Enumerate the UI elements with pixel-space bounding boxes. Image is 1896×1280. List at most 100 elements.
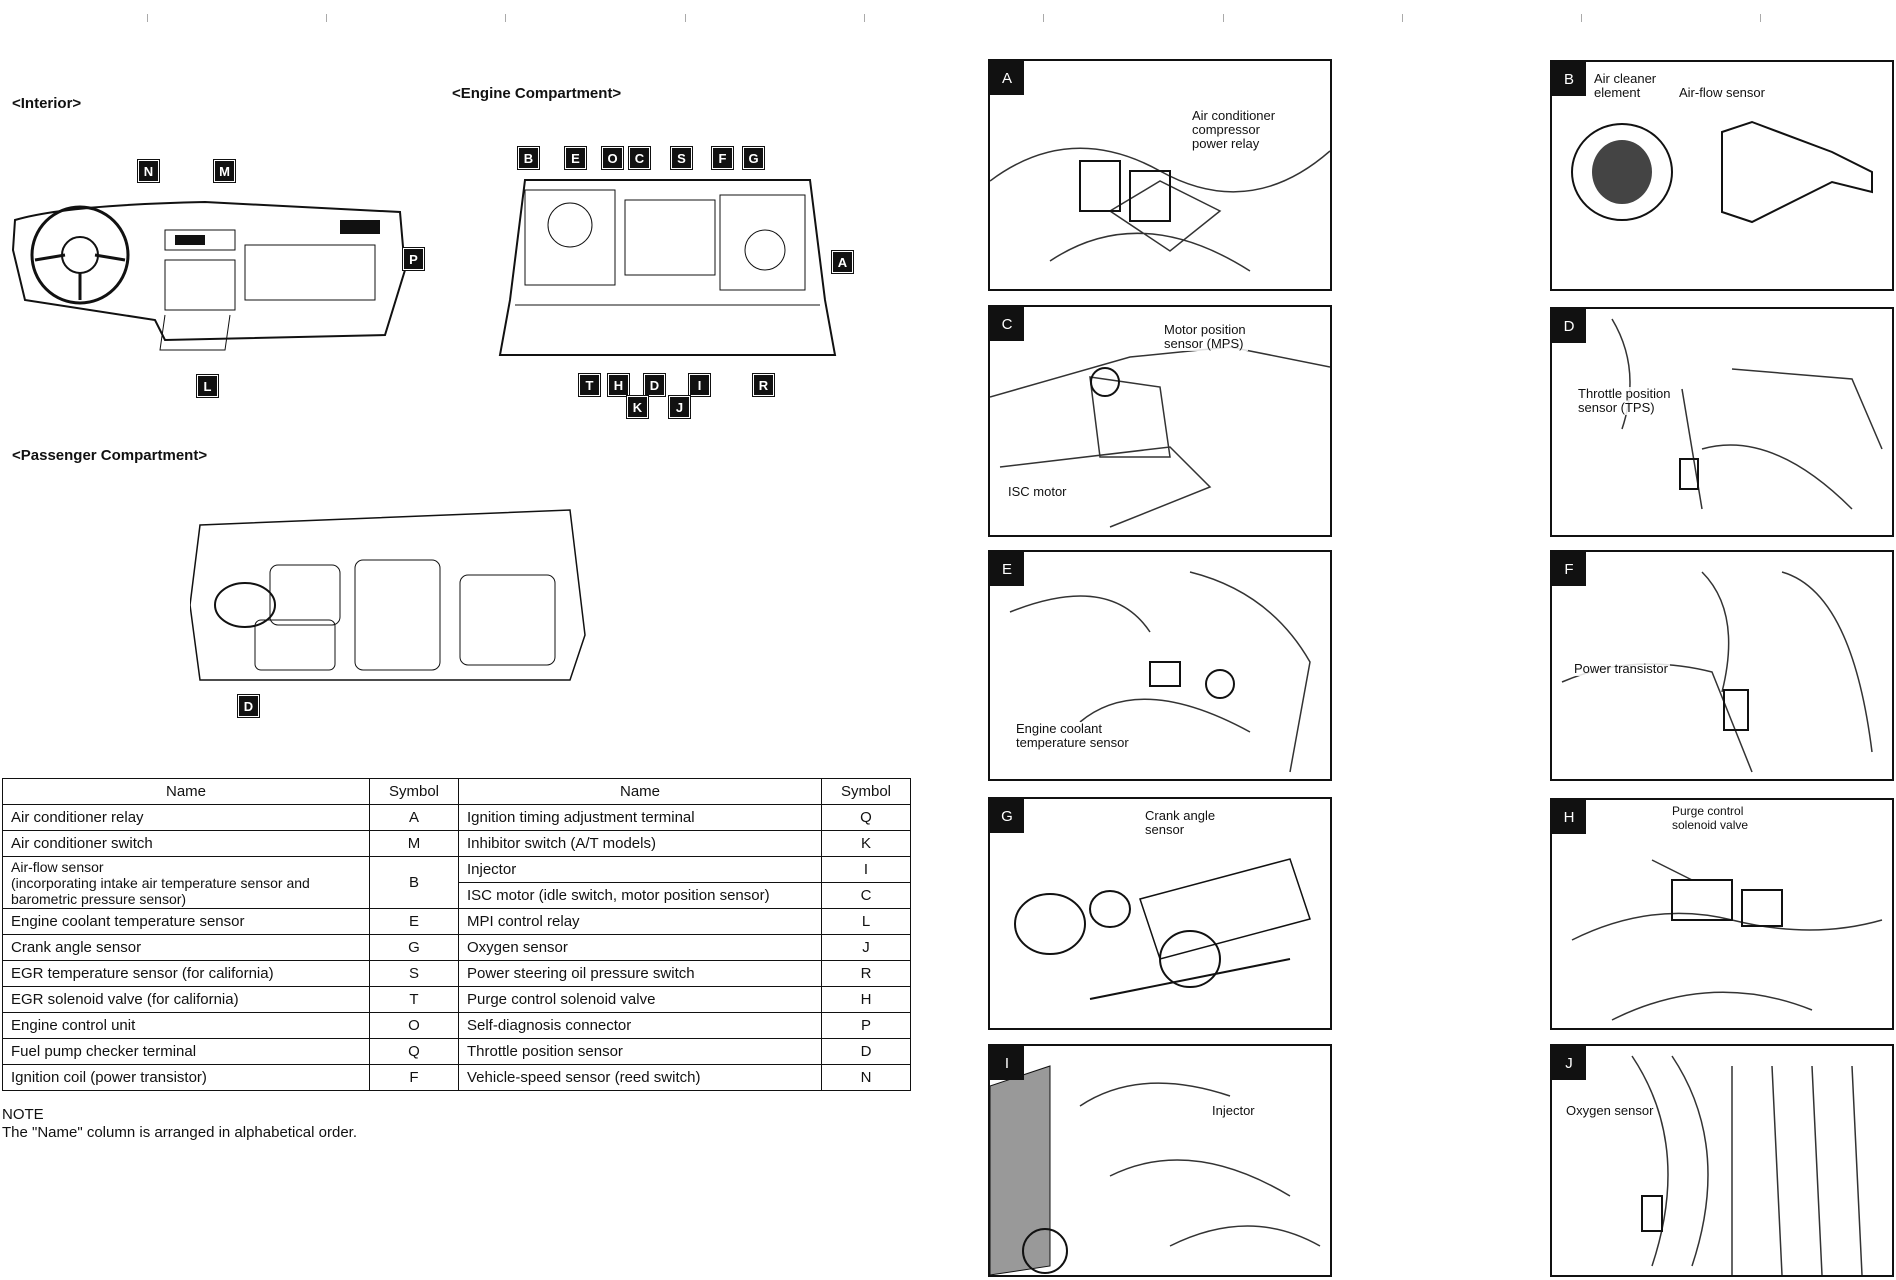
panel-label: A <box>990 61 1024 95</box>
cell-symbol: L <box>821 908 911 935</box>
panel-label: F <box>1552 552 1586 586</box>
note-title: NOTE <box>2 1106 44 1123</box>
callout: Oxygen sensor <box>1564 1103 1656 1118</box>
cell-name: Power steering oil pressure switch <box>458 960 822 987</box>
interior-heading: <Interior> <box>12 95 82 112</box>
parts-table: Name Symbol Name Symbol Air conditioner … <box>2 778 911 1091</box>
cell-name: Inhibitor switch (A/T models) <box>458 830 822 857</box>
cell-symbol: H <box>821 986 911 1013</box>
panel-d: D Throttle position sensor (TPS) <box>1550 307 1894 537</box>
engine-bay-illustration <box>498 179 837 356</box>
panel-j-illustration <box>1631 1055 1863 1275</box>
engine-badge: F <box>712 147 733 169</box>
callout: Air cleaner element <box>1592 71 1659 100</box>
panel-j: J Oxygen sensor <box>1550 1044 1894 1277</box>
cell-symbol: G <box>369 934 459 961</box>
cell-name: Engine control unit <box>2 1012 370 1039</box>
callout: Power transistor <box>1572 661 1670 676</box>
callout: Air-flow sensor <box>1677 85 1767 100</box>
panel-label: J <box>1552 1046 1586 1080</box>
panel-c: C Motor position sensor (MPS) ISC motor <box>988 305 1332 537</box>
header-symbol: Symbol <box>369 778 459 805</box>
cell-name: Vehicle-speed sensor (reed switch) <box>458 1064 822 1091</box>
engine-badge: G <box>743 147 764 169</box>
cell-name: Purge control solenoid valve <box>458 986 822 1013</box>
cell-symbol: O <box>369 1012 459 1039</box>
engine-badge: E <box>565 147 586 169</box>
table-row: Air-flow sensor (incorporating intake ai… <box>2 856 911 909</box>
engine-badge: D <box>644 374 665 396</box>
engine-badge: A <box>832 251 853 273</box>
cell-name: Oxygen sensor <box>458 934 822 961</box>
panel-a-illustration <box>990 147 1330 272</box>
header-name: Name <box>458 778 822 805</box>
interior-badge: L <box>197 375 218 397</box>
panel-e-illustration <box>1009 571 1311 773</box>
cell-name: EGR solenoid valve (for california) <box>2 986 370 1013</box>
cell-symbol: A <box>369 804 459 831</box>
panel-i-illustration <box>990 1065 1321 1275</box>
interior-badge: P <box>403 248 424 270</box>
callout: Crank angle sensor <box>1143 808 1218 837</box>
callout: Injector <box>1210 1103 1257 1118</box>
cell-symbol: F <box>369 1064 459 1091</box>
cell-name: ISC motor (idle switch, motor position s… <box>458 882 822 909</box>
engine-badge: J <box>669 396 690 418</box>
callout: Throttle position sensor (TPS) <box>1576 386 1673 415</box>
engine-badge: I <box>689 374 710 396</box>
cell-symbol: B <box>369 856 459 909</box>
engine-badge: H <box>608 374 629 396</box>
header-name: Name <box>2 778 370 805</box>
panel-e: E Engine coolant temperature sensor <box>988 550 1332 781</box>
cell-symbol: Q <box>821 804 911 831</box>
passenger-illustration <box>190 509 586 681</box>
callout: ISC motor <box>1006 484 1069 499</box>
panel-label: H <box>1552 800 1586 834</box>
engine-badge: O <box>602 147 623 169</box>
panel-label: E <box>990 552 1024 586</box>
panel-i: I Injector <box>988 1044 1332 1277</box>
cell-symbol: C <box>821 882 911 909</box>
cell-symbol: R <box>821 960 911 987</box>
cell-symbol: M <box>369 830 459 857</box>
panel-f: F Power transistor <box>1550 550 1894 781</box>
cell-symbol: Q <box>369 1038 459 1065</box>
panel-a: A Air conditioner compressor power relay <box>988 59 1332 291</box>
callout: Purge control solenoid valve <box>1670 804 1751 832</box>
table-header-row: Name Symbol Name Symbol <box>2 778 911 805</box>
panel-d-illustration <box>1611 318 1883 510</box>
callout: Air conditioner compressor power relay <box>1190 108 1278 151</box>
panel-label: I <box>990 1046 1024 1080</box>
cell-name: Self-diagnosis connector <box>458 1012 822 1039</box>
cell-name: Crank angle sensor <box>2 934 370 961</box>
note-text: The "Name" column is arranged in alphabe… <box>2 1124 358 1141</box>
panel-h-illustration <box>1571 859 1883 1021</box>
engine-badge: B <box>518 147 539 169</box>
panel-b-illustration <box>1571 120 1873 224</box>
cell-name: Injector <box>458 856 822 883</box>
table-row: ISC motor (idle switch, motor position s… <box>3 882 911 909</box>
cell-name: Air conditioner relay <box>2 804 370 831</box>
panel-label: C <box>990 307 1024 341</box>
panel-b: B Air cleaner element Air-flow sensor <box>1550 60 1894 291</box>
panel-g: G Crank angle sensor <box>988 797 1332 1030</box>
panel-c-illustration <box>990 346 1330 528</box>
engine-heading: <Engine Compartment> <box>452 85 622 102</box>
cell-symbol: J <box>821 934 911 961</box>
dashboard-illustration <box>11 200 407 351</box>
cell-symbol: P <box>821 1012 911 1039</box>
note: NOTE The "Name" column is arranged in al… <box>2 1106 357 1142</box>
cell-name: Engine coolant temperature sensor <box>2 908 370 935</box>
cell-name: Throttle position sensor <box>458 1038 822 1065</box>
cell-symbol: I <box>821 856 911 883</box>
cell-name: EGR temperature sensor (for california) <box>2 960 370 987</box>
panel-g-illustration <box>1014 858 1311 1000</box>
engine-badge: K <box>627 396 648 418</box>
callout: Motor position sensor (MPS) <box>1162 322 1248 351</box>
